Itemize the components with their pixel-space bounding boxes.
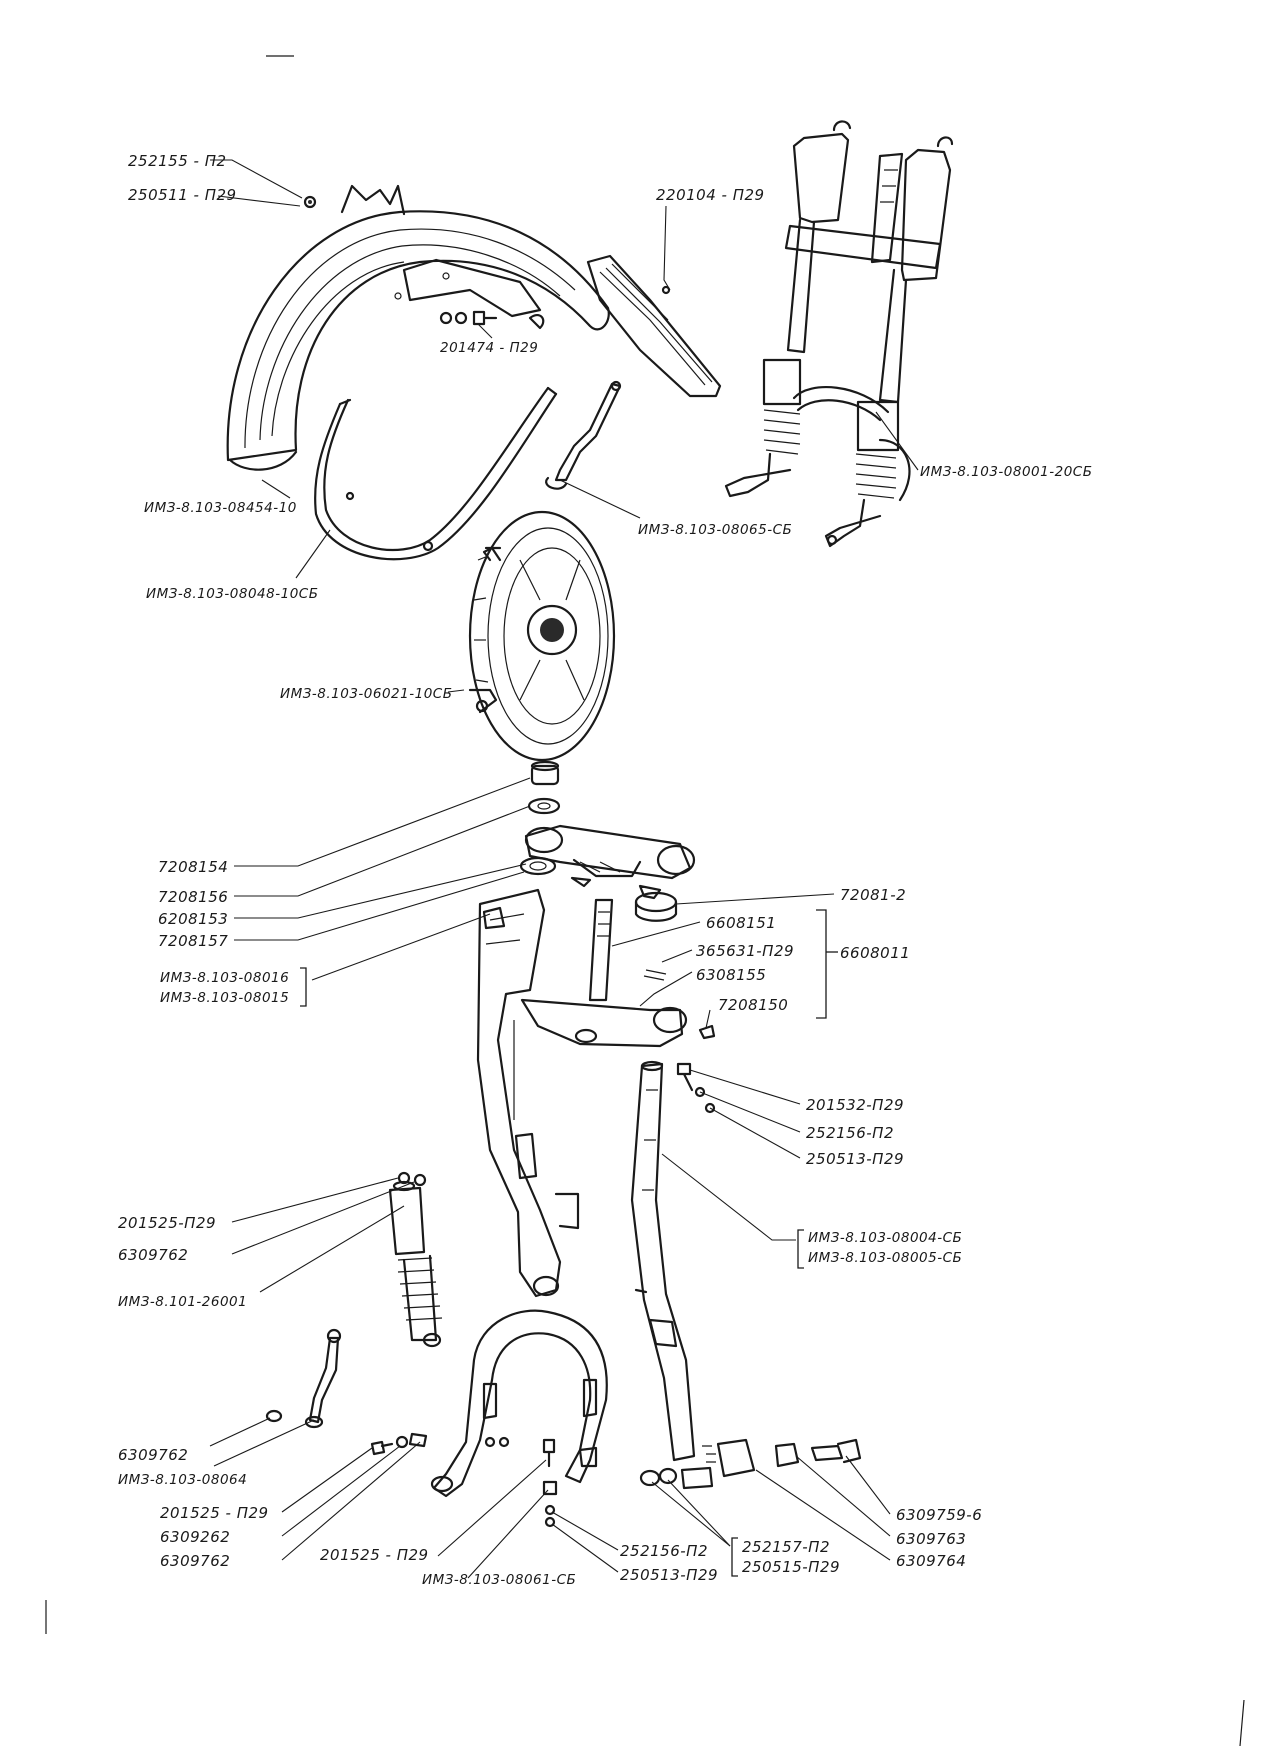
label-250513-p29-b: 250513-П29 (620, 1566, 718, 1584)
label-08065-sb: ИМЗ-8.103-08065-СБ (638, 522, 792, 538)
lower-crown-drawing (520, 876, 716, 1048)
label-08015: ИМЗ-8.103-08015 (160, 990, 289, 1006)
mudguard-stay-drawing (314, 386, 558, 561)
label-6309762-a: 6309762 (118, 1246, 188, 1264)
label-08061-sb: ИМЗ-8.103-08061-СБ (422, 1572, 576, 1588)
label-6309759-6: 6309759-6 (896, 1506, 982, 1524)
label-7208157: 7208157 (158, 932, 228, 950)
label-7208156: 7208156 (158, 888, 228, 906)
label-6309262: 6309262 (160, 1528, 230, 1546)
label-220104-p29: 220104 - П29 (656, 186, 765, 204)
label-6308155: 6308155 (696, 966, 766, 984)
label-08064: ИМЗ-8.103-08064 (118, 1472, 247, 1488)
front-mudguard-drawing (226, 184, 610, 471)
label-08016: ИМЗ-8.103-08016 (160, 970, 289, 986)
brake-drum-drawing (468, 510, 616, 762)
left-fork-leg-drawing (476, 888, 580, 1298)
label-06021-10sb: ИМЗ-8.103-06021-10СБ (280, 686, 452, 702)
label-6309762-b: 6309762 (118, 1446, 188, 1464)
label-6309764: 6309764 (896, 1552, 966, 1570)
screw-201474-drawing (439, 310, 545, 330)
label-252156-p2-a: 252156-П2 (806, 1124, 894, 1142)
label-250515-p29: 250515-П29 (742, 1558, 840, 1576)
label-72081-2: 72081-2 (840, 886, 906, 904)
leader-lines (209, 159, 919, 1579)
fasteners-brace-left-drawing (370, 1432, 428, 1456)
label-252156-p2-b: 252156-П2 (620, 1542, 708, 1560)
bushing-72081-drawing (634, 891, 678, 922)
label-201525-p29-a: 201525-П29 (118, 1214, 216, 1232)
label-6608011: 6608011 (840, 944, 910, 962)
mud-flap-drawing (586, 254, 722, 398)
mudguard-bracket-drawing (545, 380, 622, 490)
shock-absorber-drawing (388, 1171, 443, 1348)
label-201474-p29: 201474 - П29 (440, 340, 538, 356)
label-252155-p2: 252155 - П2 (128, 152, 227, 170)
nut-bolt-top-drawing (303, 195, 317, 209)
label-6309763: 6309763 (896, 1530, 966, 1548)
group-brackets (300, 909, 838, 1577)
shock-bracket-drawing (265, 1328, 342, 1429)
scan-mark (1239, 1699, 1245, 1746)
fork-brace-drawing (430, 1309, 608, 1498)
upper-crown-drawing (524, 824, 696, 880)
label-250511-p29: 250511 - П29 (128, 186, 237, 204)
label-250513-p29-a: 250513-П29 (806, 1150, 904, 1168)
label-6208153: 6208153 (158, 910, 228, 928)
fasteners-brace-center-drawing (542, 1438, 558, 1528)
label-26001: ИМЗ-8.101-26001 (118, 1294, 247, 1310)
steering-stem-drawing (588, 898, 614, 1002)
label-08048-10sb: ИМЗ-8.103-08048-10СБ (146, 586, 318, 602)
label-365631-p29: 365631-П29 (696, 942, 794, 960)
label-08454-10: ИМЗ-8.103-08454-10 (144, 500, 297, 516)
label-08004-sb: ИМЗ-8.103-08004-СБ (808, 1230, 962, 1246)
right-fork-leg-drawing (630, 1060, 696, 1462)
axle-clamp-drawing (639, 1438, 862, 1490)
label-201525-p29-c: 201525 - П29 (320, 1546, 429, 1564)
fasteners-201532-drawing (676, 1062, 716, 1114)
label-201532-p29: 201532-П29 (806, 1096, 904, 1114)
label-08005-sb: ИМЗ-8.103-08005-СБ (808, 1250, 962, 1266)
front-fork-assembly-drawing (724, 120, 954, 548)
label-7208154: 7208154 (158, 858, 228, 876)
label-6608151: 6608151 (706, 914, 776, 932)
label-08001-20sb: ИМЗ-8.103-08001-20СБ (920, 464, 1092, 480)
label-201525-p29-b: 201525 - П29 (160, 1504, 269, 1522)
label-252157-p2: 252157-П2 (742, 1538, 830, 1556)
label-7208150: 7208150 (718, 996, 788, 1014)
label-6309762-c: 6309762 (160, 1552, 230, 1570)
